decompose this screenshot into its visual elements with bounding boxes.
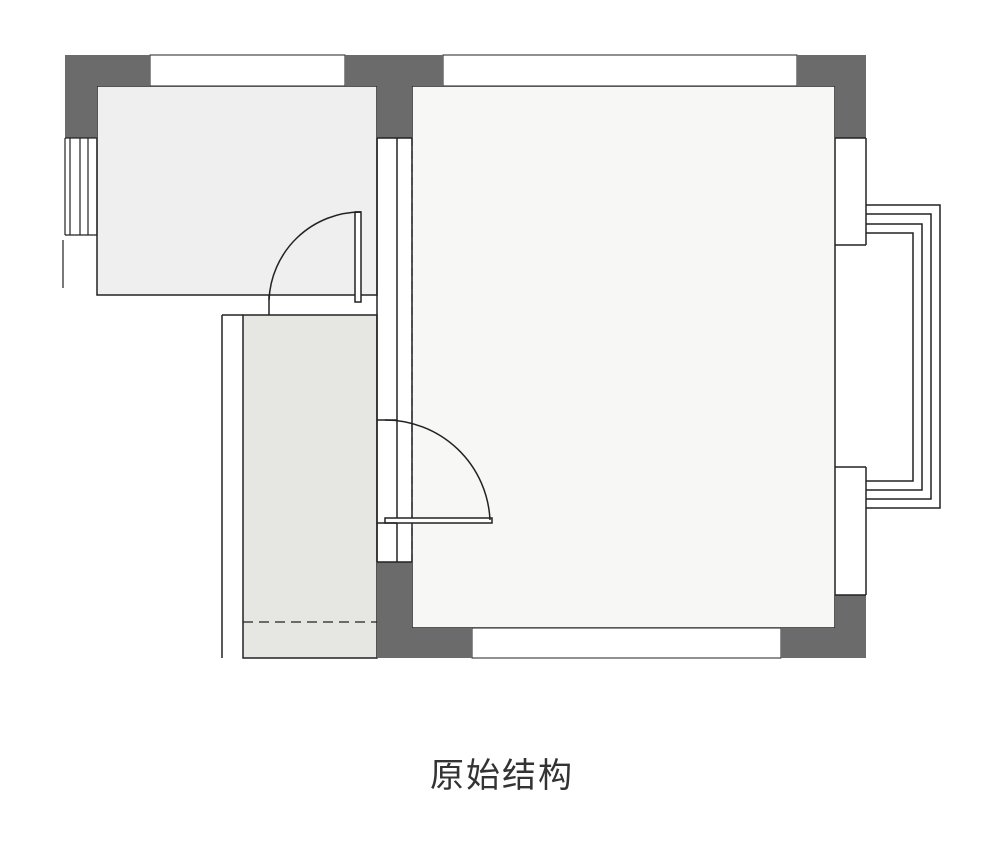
window-bottom	[471, 627, 782, 659]
partition-wall	[376, 137, 412, 563]
window-top-right	[442, 54, 798, 87]
door-main-room	[377, 419, 493, 524]
walls	[65, 55, 866, 658]
corridor-left-wall	[221, 314, 243, 658]
window-top-left	[149, 54, 346, 87]
diagram-caption: 原始结构	[430, 756, 574, 796]
bay-window	[866, 204, 941, 509]
small-room	[96, 85, 378, 296]
main-room	[411, 85, 836, 629]
left-window	[62, 137, 98, 288]
door-small-room	[268, 211, 362, 315]
right-wall-outline	[835, 137, 867, 596]
corridor	[242, 314, 378, 659]
